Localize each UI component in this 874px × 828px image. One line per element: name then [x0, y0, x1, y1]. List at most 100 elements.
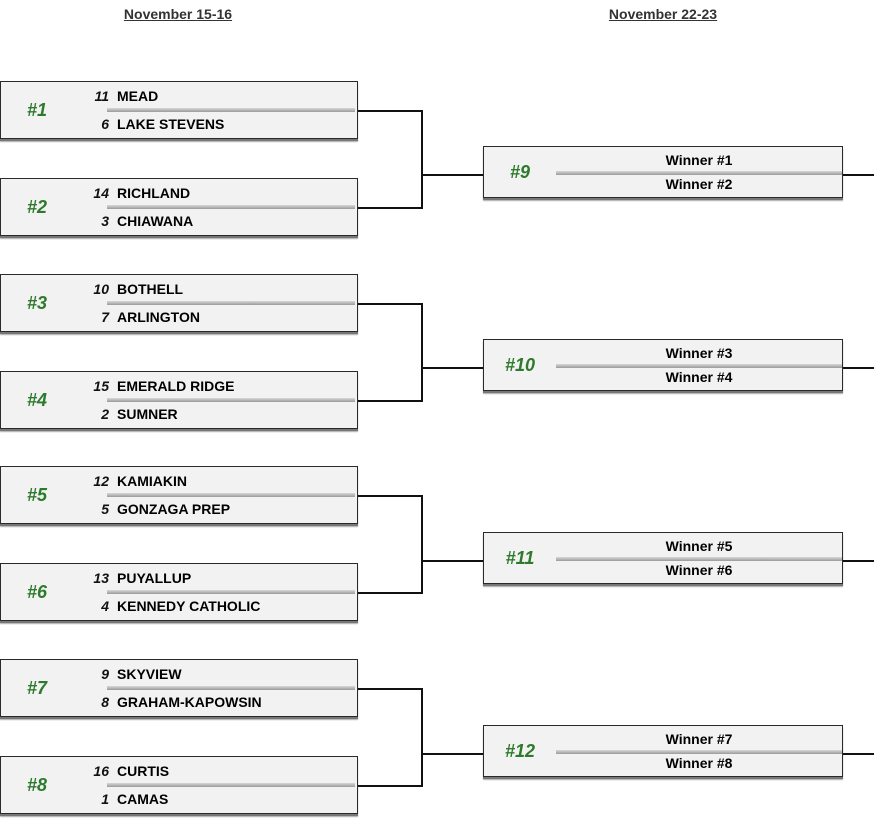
team-row-top[interactable]: 9 SKYVIEW [73, 661, 357, 690]
game-number: #3 [26, 292, 48, 313]
seed: 11 [94, 88, 109, 104]
team-name: KAMIAKIN [117, 473, 187, 489]
game-number: #2 [26, 196, 48, 217]
seed: 7 [101, 309, 109, 325]
game-number: #4 [26, 389, 48, 410]
connector-line [843, 367, 874, 369]
team-name: SUMNER [117, 406, 178, 422]
winner-slot-bottom[interactable]: Winner #8 [556, 751, 842, 775]
team-row-top[interactable]: 16 CURTIS [73, 758, 357, 787]
winner-slot-bottom[interactable]: Winner #4 [556, 365, 842, 389]
team-row-bottom[interactable]: 8 GRAHAM-KAPOWSIN [73, 689, 357, 715]
connector-line [843, 560, 874, 562]
team-row-bottom[interactable]: 4 KENNEDY CATHOLIC [73, 593, 357, 619]
round2-game-2[interactable]: #10 Winner #3 Winner #4 [483, 339, 843, 391]
team-row-bottom[interactable]: 5 GONZAGA PREP [73, 496, 357, 522]
seed: 13 [93, 570, 109, 586]
seed: 6 [101, 116, 109, 132]
winner-slot-bottom[interactable]: Winner #6 [556, 558, 842, 582]
team-name: BOTHELL [117, 281, 184, 297]
game-number: #12 [504, 740, 536, 761]
game-number: #6 [26, 581, 48, 602]
seed: 14 [93, 185, 109, 201]
team-name: CURTIS [117, 763, 170, 779]
team-name: GONZAGA PREP [117, 501, 231, 517]
connector-line [358, 495, 422, 497]
winner-label: Winner #8 [665, 755, 733, 771]
winner-label: Winner #1 [665, 152, 733, 168]
connector-line [421, 367, 483, 369]
winner-slot-bottom[interactable]: Winner #2 [556, 172, 842, 196]
connector-line [421, 110, 423, 209]
game-number: #7 [26, 677, 48, 698]
team-name: CAMAS [117, 791, 169, 807]
game-number: #10 [504, 354, 536, 375]
game-number: #5 [26, 484, 48, 505]
team-name: RICHLAND [117, 185, 191, 201]
winner-label: Winner #2 [665, 176, 733, 192]
connector-line [421, 560, 483, 562]
team-row-top[interactable]: 10 BOTHELL [73, 276, 357, 305]
seed: 2 [101, 406, 109, 422]
connector-line [358, 110, 422, 112]
round1-game-7[interactable]: #7 9 SKYVIEW 8 GRAHAM-KAPOWSIN [0, 659, 358, 717]
connector-line [358, 400, 422, 402]
round2-game-1[interactable]: #9 Winner #1 Winner #2 [483, 146, 843, 198]
winner-slot-top[interactable]: Winner #7 [556, 727, 842, 754]
team-name: LAKE STEVENS [117, 116, 225, 132]
winner-label: Winner #4 [665, 369, 733, 385]
team-name: SKYVIEW [117, 666, 182, 682]
team-name: KENNEDY CATHOLIC [117, 598, 261, 614]
round2-game-3[interactable]: #11 Winner #5 Winner #6 [483, 532, 843, 584]
connector-line [843, 753, 874, 755]
connector-line [421, 688, 423, 787]
seed: 8 [101, 694, 109, 710]
winner-label: Winner #6 [665, 562, 733, 578]
seed: 5 [101, 501, 109, 517]
team-row-top[interactable]: 12 KAMIAKIN [73, 468, 357, 497]
connector-line [358, 207, 422, 209]
seed: 4 [101, 598, 109, 614]
team-name: GRAHAM-KAPOWSIN [117, 694, 262, 710]
winner-label: Winner #3 [665, 345, 733, 361]
connector-line [421, 753, 483, 755]
game-number: #9 [509, 161, 531, 182]
connector-line [358, 785, 422, 787]
team-row-bottom[interactable]: 2 SUMNER [73, 401, 357, 427]
seed: 10 [93, 281, 109, 297]
winner-slot-top[interactable]: Winner #5 [556, 534, 842, 561]
round1-game-5[interactable]: #5 12 KAMIAKIN 5 GONZAGA PREP [0, 466, 358, 524]
game-number: #8 [26, 774, 48, 795]
seed: 16 [93, 763, 109, 779]
connector-line [421, 174, 483, 176]
winner-slot-top[interactable]: Winner #1 [556, 148, 842, 175]
connector-line [358, 592, 422, 594]
connector-line [421, 303, 423, 402]
team-row-bottom[interactable]: 6 LAKE STEVENS [73, 111, 357, 137]
seed: 12 [93, 473, 109, 489]
connector-line [358, 303, 422, 305]
connector-line [843, 174, 874, 176]
game-number: #11 [505, 547, 535, 568]
team-row-top[interactable]: 14 RICHLAND [73, 180, 357, 209]
winner-label: Winner #5 [665, 538, 733, 554]
team-name: EMERALD RIDGE [117, 378, 235, 394]
game-number: #1 [26, 99, 48, 120]
team-name: CHIAWANA [117, 213, 194, 229]
seed: 9 [101, 666, 109, 682]
round-header-2: November 22-23 [608, 6, 718, 22]
winner-slot-top[interactable]: Winner #3 [556, 341, 842, 368]
